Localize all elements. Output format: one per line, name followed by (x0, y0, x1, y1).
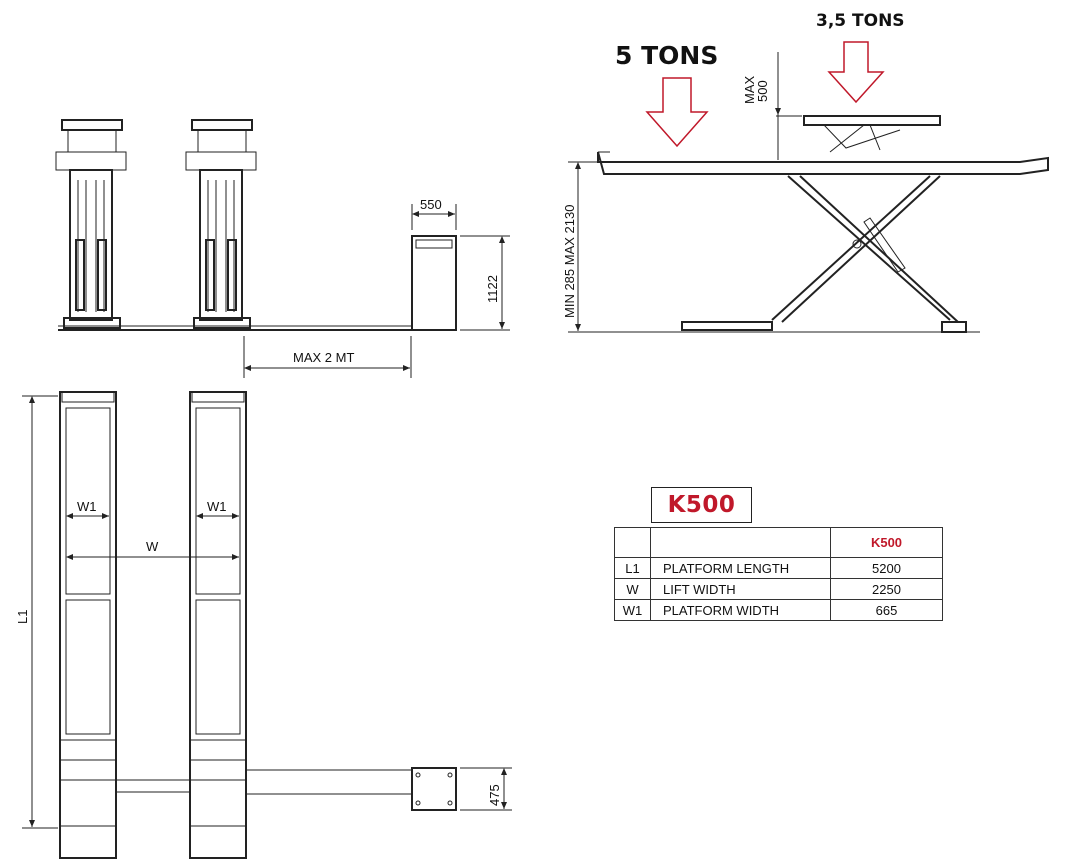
length-label: L1 (15, 610, 30, 624)
top-view: 475 L1 W1 W1 W (15, 391, 512, 859)
front-view: 550 1122 MAX 2 MT (55, 119, 510, 378)
spec-code: L1 (614, 557, 651, 579)
spec-value: 5200 (830, 557, 943, 579)
spec-header-code (614, 527, 651, 558)
left-runway (59, 391, 117, 859)
table-row: L1 PLATFORM LENGTH 5200 (614, 557, 943, 579)
left-column (55, 119, 127, 329)
spec-value: 2250 (830, 578, 943, 600)
table-row: W1 PLATFORM WIDTH 665 (614, 599, 943, 621)
spec-header-model: K500 (830, 527, 943, 558)
control-width-label: 550 (420, 197, 442, 212)
spec-header-row: K500 (614, 527, 943, 558)
platform-width-label-left: W1 (77, 499, 97, 514)
control-unit-top (411, 767, 457, 811)
spec-value: 665 (830, 599, 943, 621)
side-view: 5 TONS 3,5 TONS MIN 285 MAX 2130 MAX 5 (562, 11, 1049, 333)
right-runway (189, 391, 247, 859)
load-arrow-main-icon (645, 77, 709, 148)
control-height-label: 1122 (485, 275, 500, 303)
lift-width-label: W (146, 539, 159, 554)
spec-name: PLATFORM WIDTH (650, 599, 831, 621)
tons-secondary-label: 3,5 TONS (816, 11, 905, 31)
max-lift-label-2: 500 (755, 80, 770, 102)
tons-main-label: 5 TONS (615, 41, 718, 70)
height-range-label: MIN 285 MAX 2130 (562, 205, 577, 318)
spec-table: K500 L1 PLATFORM LENGTH 5200 W LIFT WIDT… (614, 527, 943, 621)
control-depth-label: 475 (487, 784, 502, 806)
spec-code: W (614, 578, 651, 600)
max-lift-label-1: MAX (742, 76, 757, 105)
spec-header-name (650, 527, 831, 558)
spec-title: K500 (651, 487, 752, 523)
spec-code: W1 (614, 599, 651, 621)
spec-name: LIFT WIDTH (650, 578, 831, 600)
max-distance-label: MAX 2 MT (293, 350, 354, 365)
load-arrow-secondary-icon (827, 41, 885, 104)
platform-width-label-right: W1 (207, 499, 227, 514)
right-column (185, 119, 257, 329)
spec-name: PLATFORM LENGTH (650, 557, 831, 579)
control-unit-front (411, 235, 457, 331)
table-row: W LIFT WIDTH 2250 (614, 578, 943, 600)
